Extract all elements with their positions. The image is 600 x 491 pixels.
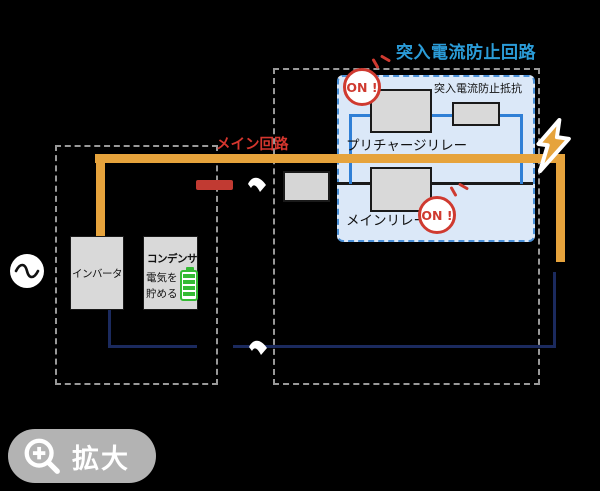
- fuse-box: [283, 171, 330, 202]
- fuse-bar: [196, 180, 233, 190]
- return-wire-inverter-drop: [108, 310, 111, 348]
- capacitor-label: コンデンサ: [147, 253, 198, 265]
- resistor-label: 突入電流防止抵抗: [434, 82, 522, 95]
- spark-icon: [379, 54, 392, 63]
- inverter-unit-outline: [55, 145, 218, 385]
- precharge-wire-top: [349, 114, 523, 117]
- main-current-path-right: [556, 154, 565, 262]
- main-circuit-label: メイン回路: [216, 137, 289, 153]
- diagram-title: 突入電流防止回路: [396, 43, 536, 63]
- return-wire-right-rise: [553, 272, 556, 348]
- main-relay-label: メインリレー: [346, 213, 427, 229]
- inverter-box: インバータ: [70, 236, 124, 310]
- enlarge-button-label: 拡大: [72, 443, 130, 475]
- precharge-wire-right: [520, 114, 523, 184]
- main-current-path-horizontal: [95, 154, 565, 163]
- main-on-badge: ON !: [418, 196, 456, 234]
- capacitor-note-line1: 電気を: [146, 272, 178, 284]
- return-wire-bottom: [233, 345, 556, 348]
- precharge-wire-left: [349, 114, 352, 184]
- inrush-resistor-box: [452, 102, 500, 126]
- return-wire-left: [108, 345, 197, 348]
- capacitor-box: コンデンサ 電気を 貯める: [143, 236, 198, 310]
- enlarge-button[interactable]: 拡大: [8, 429, 156, 483]
- main-current-path-drop: [96, 154, 105, 238]
- capacitor-note-line2: 貯める: [146, 288, 178, 300]
- precharge-relay-box: [370, 89, 432, 133]
- switch-blade-bottom-icon: [249, 340, 267, 355]
- ac-source-icon: [10, 254, 44, 288]
- battery-icon: [180, 267, 200, 305]
- main-relay-wire: [337, 182, 533, 185]
- relay-unit-outline: [273, 68, 540, 385]
- precharge-on-badge: ON !: [343, 68, 381, 106]
- precharge-relay-label: プリチャージリレー: [346, 138, 468, 154]
- switch-blade-top-icon: [248, 177, 266, 192]
- magnifier-plus-icon: [24, 438, 60, 474]
- inverter-label: インバータ: [72, 267, 123, 280]
- lightning-icon: [536, 117, 571, 174]
